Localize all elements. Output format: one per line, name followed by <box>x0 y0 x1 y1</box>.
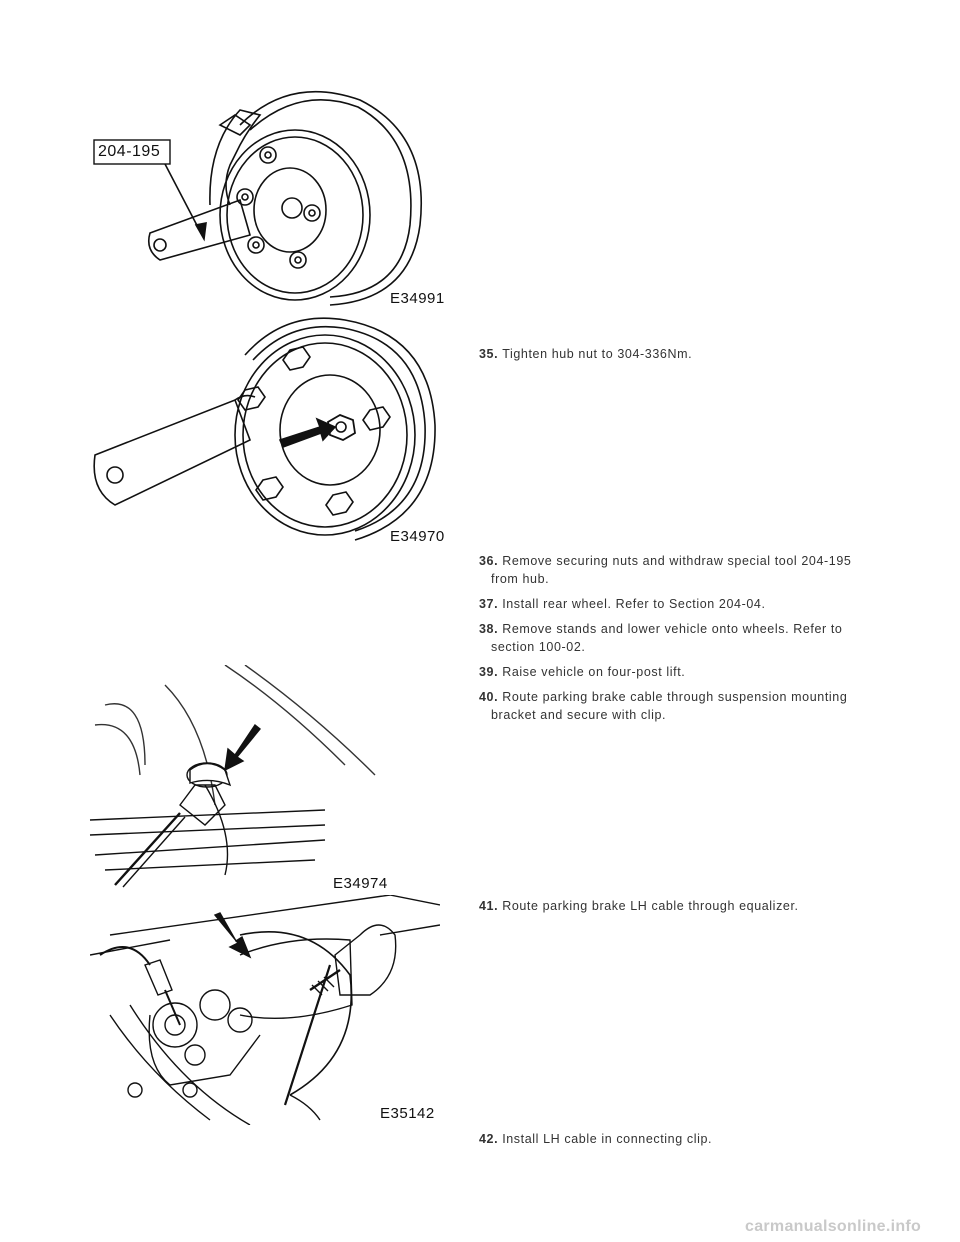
step-number: 36. <box>479 554 499 568</box>
step-number: 40. <box>479 690 499 704</box>
figure-code-e34970: E34970 <box>390 528 445 545</box>
step-text-cont: from hub. <box>491 572 550 586</box>
step-number: 41. <box>479 899 499 913</box>
step-number: 38. <box>479 622 499 636</box>
figure-e34970: E34970 <box>85 315 455 545</box>
step-text-cont: section 100-02. <box>491 640 586 654</box>
step-text: Tighten hub nut to 304-336Nm. <box>502 347 693 361</box>
step-text: Remove stands and lower vehicle onto whe… <box>502 622 843 636</box>
step-text: Install rear wheel. Refer to Section 204… <box>502 597 766 611</box>
step-39: 39.Raise vehicle on four-post lift. <box>479 663 859 681</box>
step-41: 41.Route parking brake LH cable through … <box>479 897 859 915</box>
hub-nut-illustration <box>93 317 436 541</box>
step-number: 39. <box>479 665 499 679</box>
hub-tool-illustration <box>93 90 422 306</box>
step-text: Remove securing nuts and withdraw specia… <box>502 554 852 568</box>
step-42: 42.Install LH cable in connecting clip. <box>479 1130 859 1148</box>
site-watermark: carmanualsonline.info <box>745 1218 922 1235</box>
step-text: Route parking brake cable through suspen… <box>502 690 848 704</box>
step-text: Raise vehicle on four-post lift. <box>502 665 686 679</box>
step-36: 36.Remove securing nuts and withdraw spe… <box>479 552 859 588</box>
step-text: Install LH cable in connecting clip. <box>502 1132 713 1146</box>
step-number: 35. <box>479 347 499 361</box>
step-text-cont: bracket and secure with clip. <box>491 708 667 722</box>
figure-e34974: E34974 <box>85 665 425 895</box>
step-38: 38.Remove stands and lower vehicle onto … <box>479 620 859 656</box>
figure-code-e35142: E35142 <box>380 1105 435 1122</box>
step-number: 37. <box>479 597 499 611</box>
equalizer-illustration <box>90 895 440 1125</box>
figure-e34991: E34991 204-195 <box>90 85 444 315</box>
cable-clip-illustration <box>89 665 376 888</box>
tool-callout-label: 204-195 <box>98 143 161 160</box>
figure-code-e34991: E34991 <box>390 290 445 307</box>
figure-code-e34974: E34974 <box>333 875 388 892</box>
figure-e35142: E35142 <box>90 895 440 1125</box>
step-35: 35.Tighten hub nut to 304-336Nm. <box>479 345 859 363</box>
step-37: 37.Install rear wheel. Refer to Section … <box>479 595 859 613</box>
step-40: 40.Route parking brake cable through sus… <box>479 688 859 724</box>
step-number: 42. <box>479 1132 499 1146</box>
step-text: Route parking brake LH cable through equ… <box>502 899 799 913</box>
